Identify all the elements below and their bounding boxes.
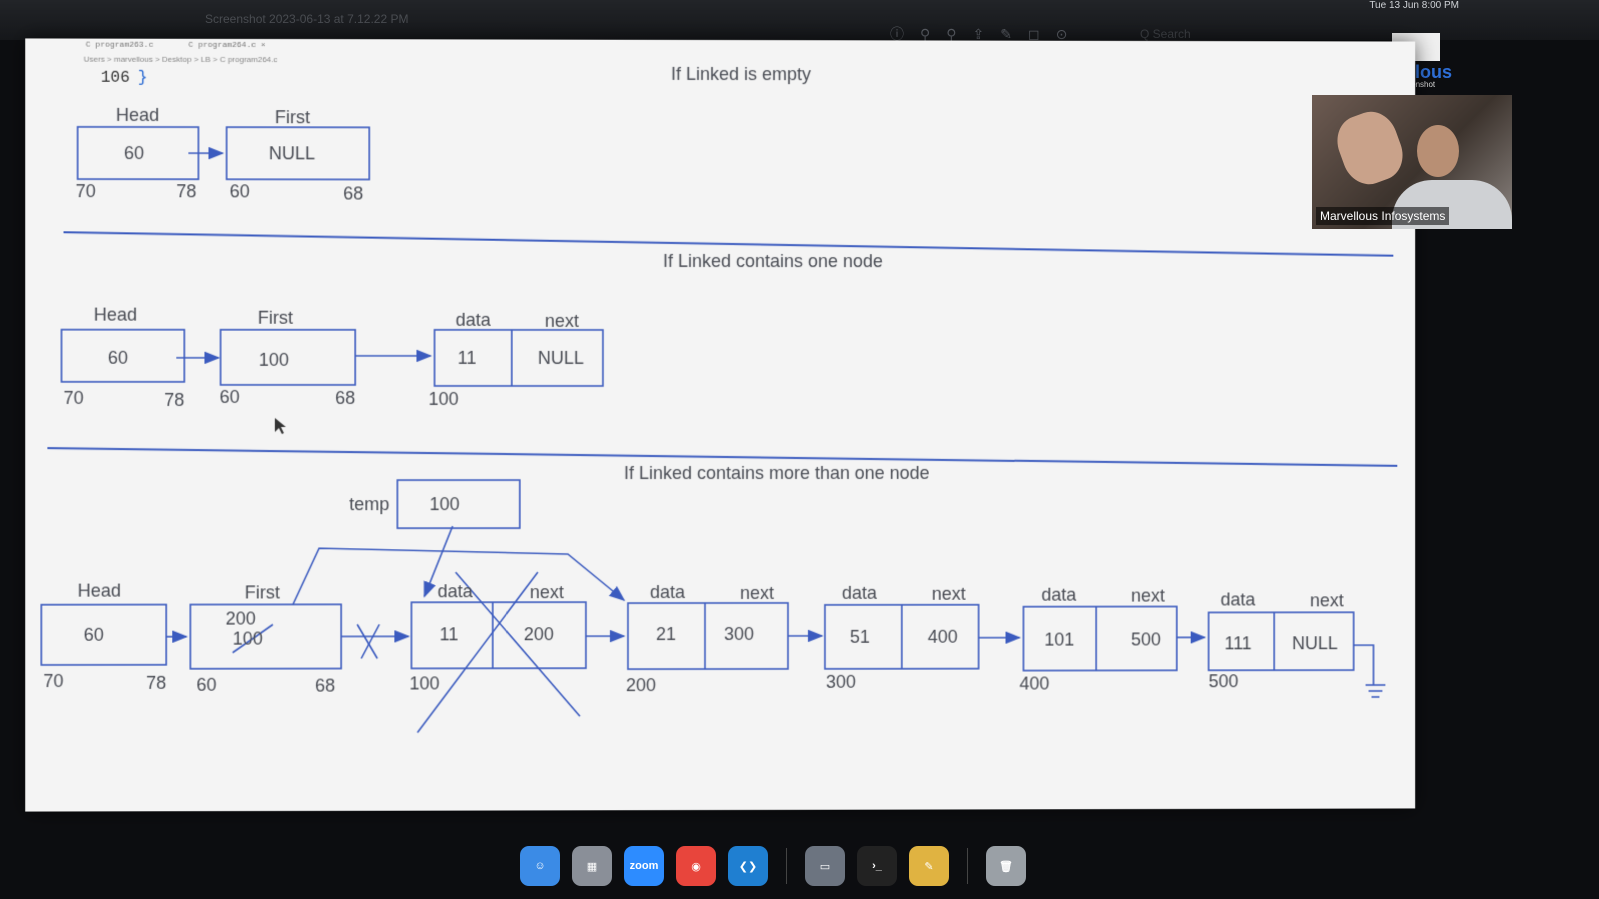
node-addr-1: 200 [626,675,656,695]
empty-head-addr-end: 78 [176,181,196,201]
node-addr-2: 300 [826,672,856,692]
more-head-addr-end: 78 [146,673,166,693]
one-node-addr: 100 [429,389,459,409]
dock-vscode-icon[interactable]: ❮❯ [728,846,768,886]
empty-head-addr-start: 70 [76,181,96,201]
empty-first-addr-end: 68 [343,183,363,203]
node-data-4: 111 [1225,633,1252,653]
one-first-label: First [258,308,293,328]
dock-finder-icon[interactable]: ☺ [520,846,560,886]
temp-value: 100 [430,494,460,514]
webcam-overlay[interactable]: Marvellous Infosystems [1312,95,1512,229]
node-next-label-3: next [1131,586,1165,606]
dock: ☺ ▦ zoom ◉ ❮❯ ▭ ›_ ✎ 🗑 [520,838,1026,894]
one-next-label: next [545,311,579,331]
node-data-3: 101 [1044,630,1074,650]
node-box-0 [411,602,585,668]
more-first-addr-end: 68 [315,676,335,696]
node-next-label-4: next [1310,590,1344,610]
dock-launchpad-icon[interactable]: ▦ [572,846,612,886]
dock-trash-icon[interactable]: 🗑 [986,846,1026,886]
node-next-4: NULL [1292,633,1338,653]
more-first-new: 200 [226,609,256,629]
node-next-2: 400 [928,627,958,647]
empty-first-value: NULL [269,143,315,163]
node-addr-3: 400 [1019,674,1049,694]
one-head-label: Head [94,305,137,325]
menu-clock: Tue 13 Jun 8:00 PM [1369,0,1459,11]
dock-chrome-icon[interactable]: ◉ [676,846,716,886]
node-data-label-0: data [438,581,474,601]
menu-bar: Screenshot 2023-06-13 at 7.12.22 PM ⓘ⚲⚲⇪… [0,0,1599,40]
node-data-label-3: data [1041,585,1077,605]
one-node-next: NULL [538,348,584,368]
whiteboard-canvas[interactable]: C program263.c C program264.c × Users > … [25,38,1415,811]
null-ground-wire [1354,645,1374,685]
section-title-empty: If Linked is empty [671,64,811,84]
one-head-addr-end: 78 [164,390,184,410]
node-next-3: 500 [1131,630,1161,650]
section-title-more: If Linked contains more than one node [624,463,930,483]
more-first-old: 100 [233,629,263,649]
dock-preview-icon[interactable]: ▭ [805,846,845,886]
node-addr-0: 100 [409,673,439,693]
node-data-0: 11 [440,624,459,644]
presenter-face [1417,125,1459,177]
node-next-label-0: next [530,582,564,602]
webcam-name-label: Marvellous Infosystems [1316,207,1449,225]
more-head-label: Head [78,581,121,601]
node-next-label-2: next [932,584,966,604]
empty-first-label: First [275,107,310,127]
cut-mark-b [361,624,379,658]
one-first-value: 100 [259,350,289,370]
one-data-label: data [456,310,492,330]
node-next-1: 300 [724,624,754,644]
empty-head-label: Head [116,105,159,125]
more-first-addr-start: 60 [196,675,216,695]
dock-separator-2 [967,848,968,884]
dock-separator [786,848,787,884]
node-next-0: 200 [524,624,554,644]
one-node-data: 11 [458,348,477,368]
more-first-label: First [245,582,280,602]
mouse-cursor-icon [275,418,286,434]
one-head-addr-start: 70 [64,388,84,408]
dock-pencil-icon[interactable]: ✎ [909,846,949,886]
search-field[interactable]: Q Search [1140,27,1191,41]
node-data-label-2: data [842,583,878,603]
node-addr-4: 500 [1209,671,1239,691]
empty-head-value: 60 [124,143,144,163]
more-first-box [190,604,341,668]
empty-first-addr-start: 60 [230,181,250,201]
more-head-value: 60 [84,625,104,645]
node-data-1: 21 [656,624,676,644]
cut-mark-a [357,624,377,658]
window-title: Screenshot 2023-06-13 at 7.12.22 PM [205,12,408,26]
dock-terminal-icon[interactable]: ›_ [857,846,897,886]
one-head-value: 60 [108,348,128,368]
more-head-addr-start: 70 [43,671,63,691]
node-box-1 [628,603,788,669]
delete-cross-b [417,572,537,732]
one-first-addr-start: 60 [220,387,240,407]
one-first-addr-end: 68 [335,388,355,408]
node-data-label-4: data [1221,590,1257,610]
temp-label: temp [349,494,389,514]
node-next-label-1: next [740,583,774,603]
node-data-label-1: data [650,582,686,602]
section-title-one: If Linked contains one node [663,251,883,271]
linked-list-diagram: If Linked is empty If Linked contains on… [25,38,1415,811]
presenter-hand [1330,105,1410,191]
dock-zoom-icon[interactable]: zoom [624,846,664,886]
node-data-2: 51 [850,627,870,647]
